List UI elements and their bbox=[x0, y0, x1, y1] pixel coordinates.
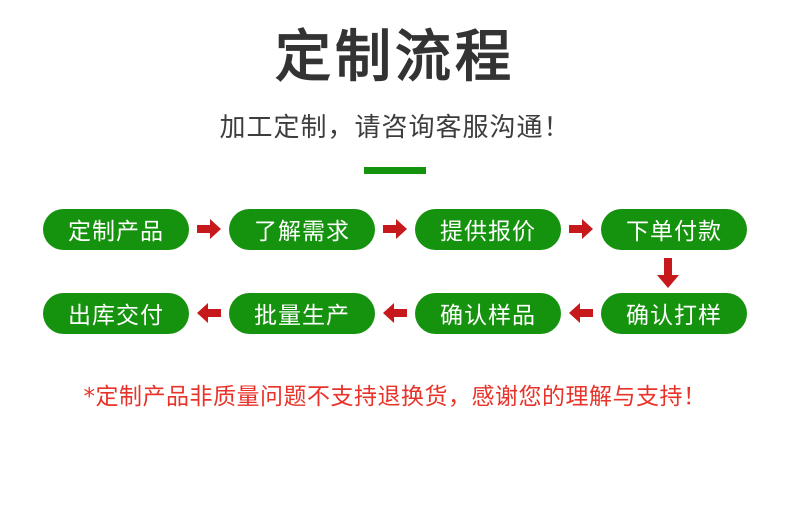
flow-step-provide-quote[interactable]: 提供报价 bbox=[415, 208, 561, 250]
arrow-left-icon bbox=[197, 303, 221, 323]
flow-row-2: 出库交付 批量生产 确认样品 确认打样 bbox=[0, 286, 790, 340]
arrow-right-icon bbox=[569, 219, 593, 239]
flow-arrow-3 bbox=[561, 209, 601, 250]
flow-step-place-order-payment[interactable]: 下单付款 bbox=[601, 208, 747, 250]
flow-step-confirm-proofing[interactable]: 确认打样 bbox=[601, 292, 747, 334]
page-subtitle: 加工定制，请咨询客服沟通！ bbox=[219, 113, 571, 143]
page-title: 定制流程 bbox=[275, 25, 515, 90]
arrow-left-icon bbox=[383, 303, 407, 323]
flow-step-understand-requirements[interactable]: 了解需求 bbox=[229, 208, 375, 250]
flow-arrow-6 bbox=[189, 293, 229, 334]
flow-row-1: 定制产品 了解需求 提供报价 下单付款 bbox=[0, 202, 790, 256]
flow-arrow-1 bbox=[189, 209, 229, 250]
arrow-left-icon bbox=[569, 303, 593, 323]
flow-step-custom-product[interactable]: 定制产品 bbox=[43, 208, 189, 250]
divider bbox=[0, 166, 790, 174]
flow-step-warehouse-delivery[interactable]: 出库交付 bbox=[43, 292, 189, 334]
flow-arrow-5 bbox=[375, 293, 415, 334]
flow-step-mass-production[interactable]: 批量生产 bbox=[229, 292, 375, 334]
flow-arrow-4 bbox=[561, 293, 601, 334]
flow-step-confirm-sample[interactable]: 确认样品 bbox=[415, 292, 561, 334]
footer-note: *定制产品非质量问题不支持退换货，感谢您的理解与支持！ bbox=[83, 384, 707, 410]
process-flow: 定制产品 了解需求 提供报价 下单付款 出库交付 bbox=[0, 202, 790, 340]
green-divider-bar bbox=[364, 166, 426, 174]
arrow-down-icon bbox=[657, 258, 679, 288]
arrow-right-icon bbox=[383, 219, 407, 239]
flow-arrow-2 bbox=[375, 209, 415, 250]
arrow-right-icon bbox=[197, 219, 221, 239]
header: 定制流程 加工定制，请咨询客服沟通！ bbox=[0, 0, 790, 174]
